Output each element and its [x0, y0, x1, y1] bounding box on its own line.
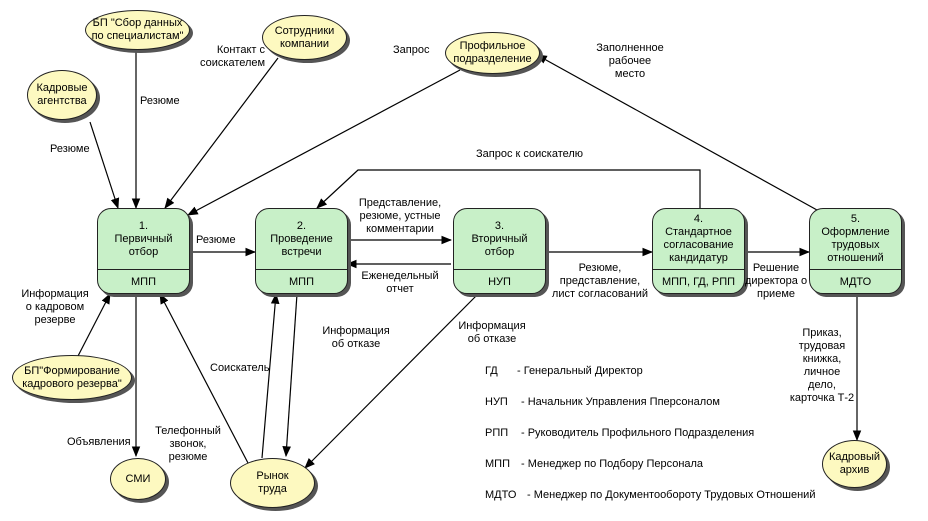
external-kadrovye-agentstva: Кадровые агентства: [27, 70, 97, 120]
legend-desc: - Менеджер по Документообороту Трудовых …: [527, 489, 816, 501]
process-role: МПП: [131, 275, 156, 288]
process-role: МПП: [289, 275, 314, 288]
legend-abbr: НУП: [485, 396, 508, 408]
flow-label-ezhenedelnyi: Еженедельный отчет: [361, 270, 439, 295]
process-1-pervichnyi-otbor: 1. Первичный отбор МПП: [97, 208, 190, 294]
flow-label-zapolnennoe: Заполненное рабочее место: [596, 42, 664, 80]
flow-label-obyavleniya: Объявления: [67, 436, 131, 448]
process-divider: [810, 269, 901, 270]
flow-label-kontakt: Контакт с соискателем: [200, 44, 266, 69]
process-title: 5. Оформление трудовых отношений: [821, 213, 890, 264]
process-title: 2. Проведение встречи: [270, 219, 333, 258]
process-3-vtorichnyi-otbor: 3. Вторичный отбор НУП: [453, 208, 546, 294]
legend-item: ГД - Генеральный Директор: [485, 365, 643, 378]
process-4-soglasovanie: 4. Стандартное согласование кандидатур М…: [652, 208, 745, 294]
process-2-provedenie-vstrechi: 2. Проведение встречи МПП: [255, 208, 348, 294]
arrow-bp-form-to-p1: [77, 293, 111, 357]
process-role: НУП: [488, 275, 511, 288]
external-kadrovyi-arhiv: Кадровый архив: [822, 440, 887, 488]
process-5-oformlenie: 5. Оформление трудовых отношений МДТО: [809, 208, 902, 294]
external-profilnoe-podrazdelenie: Профильное подразделение: [445, 32, 540, 74]
flow-label-reshenie: Решение директора о приеме: [744, 262, 808, 300]
process-divider: [256, 269, 347, 270]
flow-label-predstavlenie: Представление, резюме, устные комментари…: [358, 197, 442, 235]
arrow-p2-to-rynok: [282, 293, 298, 458]
arrow-p5-to-profil: [536, 54, 818, 211]
legend-item: МДТО - Менеджер по Документообороту Трудо…: [485, 489, 815, 502]
flow-label-rezume-agent: Резюме: [50, 143, 90, 155]
external-smi: СМИ: [110, 458, 166, 500]
external-bp-formirovanie-rezerva: БП"Формирование кадрового резерва": [12, 355, 132, 400]
flow-label-telefonnyi: Телефонный звонок, резюме: [155, 425, 221, 463]
flow-label-zapros: Запрос: [393, 44, 430, 56]
arrow-p3-to-rynok: [304, 293, 479, 469]
process-title: 3. Вторичный отбор: [471, 219, 528, 258]
process-role: МПП, ГД, РПП: [661, 275, 736, 288]
flow-label-info-rezerv: Информация о кадровом резерве: [21, 288, 89, 326]
process-divider: [454, 269, 545, 270]
flow-label-rezume-1-2: Резюме: [196, 234, 236, 246]
legend-desc: - Начальник Управления Пперсоналом: [521, 396, 720, 408]
external-rynok-truda: Рынок труда: [230, 458, 315, 508]
arrow-p4-to-p2-zapros: [316, 169, 701, 209]
flow-label-rezume-bp: Резюме: [140, 95, 180, 107]
legend-item: РПП - Руководитель Профильного Подразделе…: [485, 427, 754, 440]
flow-label-info-otkaz-3: Информация об отказе: [458, 320, 526, 345]
flow-label-zapros-soisk: Запрос к соискателю: [476, 148, 584, 160]
flow-label-rezume-3-4: Резюме, представление, лист согласований: [551, 262, 649, 300]
flow-label-soiskatel: Соискатель: [210, 362, 270, 374]
flow-label-prikaz: Приказ, трудовая книжка, личное дело, ка…: [789, 327, 855, 404]
process-title: 4. Стандартное согласование кандидатур: [663, 213, 734, 264]
process-divider: [98, 269, 189, 270]
legend-desc: - Генеральный Директор: [517, 365, 643, 377]
legend-abbr: РПП: [485, 427, 509, 439]
external-bp-sbor-dannyh: БП "Сбор данных по специалистам": [85, 10, 190, 50]
arrow-sotrudniki-to-p1: [164, 57, 279, 209]
arrow-rynok-to-p1: [159, 293, 249, 464]
legend-desc: - Руководитель Профильного Подразделения: [521, 427, 755, 439]
legend-abbr: МДТО: [485, 489, 517, 501]
legend-desc: - Менеджер по Подбору Персонала: [521, 458, 704, 470]
process-divider: [653, 269, 744, 270]
legend-item: НУП - Начальник Управления Пперсоналом: [485, 396, 720, 409]
process-role: МДТО: [839, 275, 872, 288]
arrow-profil-to-p1: [187, 69, 461, 216]
legend-item: МПП - Менеджер по Подбору Персонала: [485, 458, 703, 471]
external-sotrudniki-kompanii: Сотрудники компании: [262, 15, 347, 60]
process-title: 1. Первичный отбор: [114, 219, 173, 258]
flow-label-info-otkaz-2: Информация об отказе: [322, 325, 390, 350]
legend-abbr: ГД: [485, 365, 498, 377]
arrow-rynok-to-p2: [261, 292, 280, 459]
arrow-agent-to-p1: [89, 121, 120, 210]
legend-abbr: МПП: [485, 458, 510, 470]
